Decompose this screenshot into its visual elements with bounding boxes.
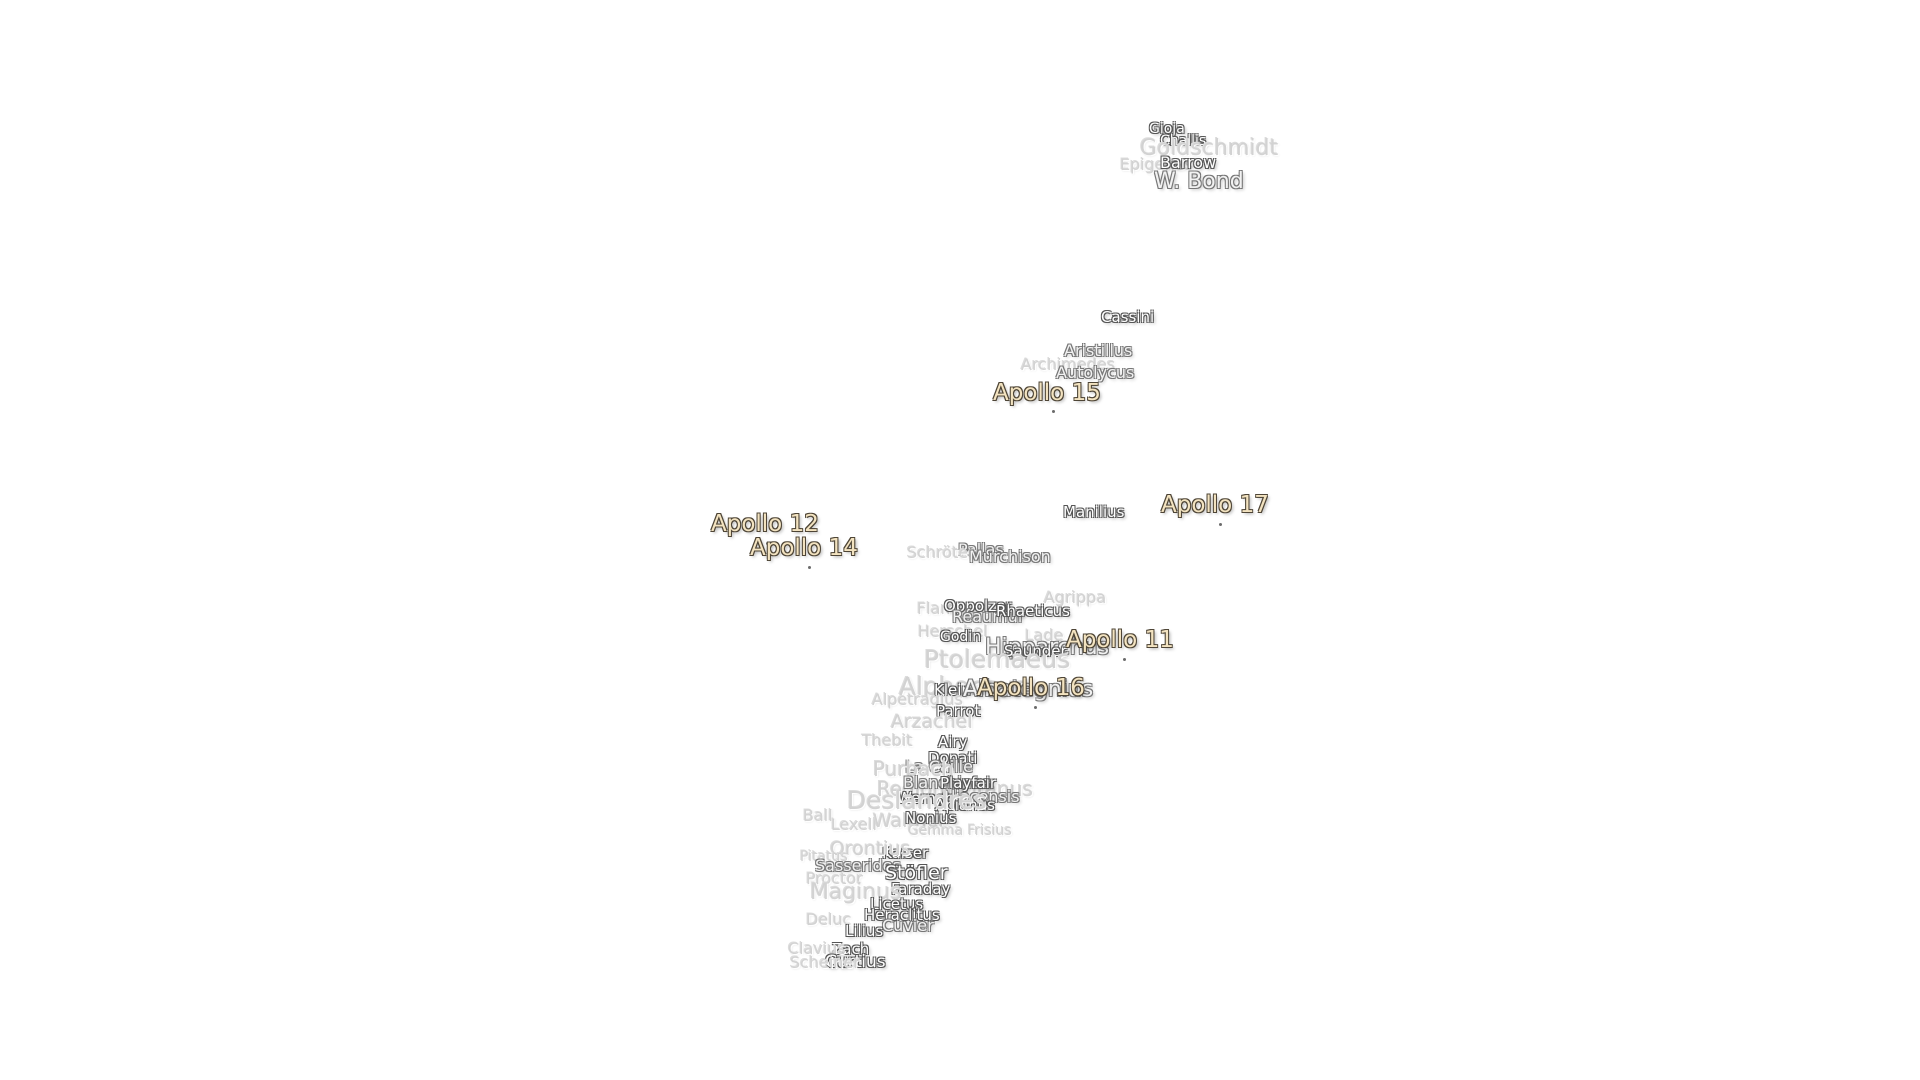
crater-label-scheiner: Scheiner <box>790 953 860 972</box>
crater-label-saunder: Saunder <box>1004 642 1067 660</box>
apollo-site-label-12: Apollo 12 <box>711 511 819 537</box>
crater-label-orontius: Orontius <box>830 838 911 860</box>
crater-label-maginus: Maginus <box>810 880 902 905</box>
crater-label-purbach: Purbach <box>873 757 955 781</box>
crater-label-archimedes: Archimedes <box>1021 355 1116 374</box>
crater-label-schroter: Schröter <box>907 543 975 562</box>
crater-label-reaumur: Réaumur <box>952 607 1025 626</box>
crater-label-alphonsus: Alphonsus <box>899 672 1028 701</box>
crater-label-gemma-frisius: Gemma Frisius <box>908 823 1012 839</box>
apollo-15-site-marker <box>1052 410 1055 413</box>
crater-label-aristillus: Aristillus <box>1064 341 1133 360</box>
apollo-site-label-11: Apollo 11 <box>1066 627 1174 653</box>
crater-label-ptolemaeus: Ptolemaeus <box>924 645 1071 674</box>
crater-label-clavius: Clavius <box>788 939 846 958</box>
crater-label-kaiser: Kaiser <box>882 844 929 862</box>
crater-label-cassini: Cassini <box>1101 308 1155 326</box>
crater-label-lade: Lade <box>1025 626 1064 645</box>
crater-label-lexell: Lexell <box>831 815 877 834</box>
crater-label-stofler: Stöfler <box>885 862 948 884</box>
apollo-site-label-16: Apollo 16 <box>977 675 1085 701</box>
crater-label-airy: Airy <box>938 733 968 751</box>
crater-label-barrow: Barrow <box>1160 153 1217 172</box>
crater-label-walther: Walther <box>873 810 947 832</box>
crater-label-deluc: Deluc <box>806 910 852 929</box>
crater-label-manilius: Manilius <box>1063 503 1125 521</box>
crater-label-klein: Klein <box>934 681 971 699</box>
apollo-site-label-14: Apollo 14 <box>750 535 858 561</box>
apollo-17-site-marker <box>1219 523 1222 526</box>
crater-label-gioja: Gioja <box>1149 121 1185 137</box>
crater-label-flamsteed: Flamsteed <box>917 599 1001 618</box>
crater-label-zach: Zach <box>832 940 870 958</box>
crater-label-goldschmidt: Goldschmidt <box>1140 136 1279 161</box>
crater-label-rhaeticus: Rhaeticus <box>996 602 1070 620</box>
crater-label-deslandres: Deslandres <box>847 786 987 815</box>
crater-label-herschel: Herschel <box>918 622 989 641</box>
crater-label-challis: Challis <box>1160 133 1207 149</box>
crater-label-aliacensis: Aliacensis <box>940 787 1020 806</box>
crater-label-cuvier: Cuvier <box>882 916 934 935</box>
crater-label-pitatus: Pitatus <box>800 849 848 865</box>
apollo-14-site-marker <box>808 566 811 569</box>
crater-label-murchison: Murchison <box>969 547 1051 566</box>
crater-label-playfair: Playfair <box>940 774 997 792</box>
crater-label-albategnius: Albategnius <box>963 677 1094 702</box>
crater-label-hipparchus: Hipparchus <box>985 635 1110 660</box>
crater-label-heraclitus: Heraclitus <box>864 906 940 924</box>
apollo-11-site-marker <box>1123 658 1126 661</box>
crater-label-apianus: Apianus <box>935 796 995 814</box>
crater-label-thebit: Thebit <box>862 731 913 750</box>
crater-label-blanchinus: Blanchinus <box>903 773 991 792</box>
crater-label-la-caille: La Caille <box>905 757 973 776</box>
crater-label-oppolzer: Oppolzer <box>944 597 1012 615</box>
crater-label-werner: Werner <box>897 789 951 807</box>
apollo-site-label-17: Apollo 17 <box>1161 492 1269 518</box>
crater-label-licetus: Licetus <box>870 895 924 913</box>
crater-label-regiomontanus: Regiomontanus <box>877 777 1034 801</box>
crater-label-sasserides: Sasserides <box>815 856 901 875</box>
crater-label-donati: Donati <box>928 749 978 767</box>
crater-label-w-bond: W. Bond <box>1154 169 1244 194</box>
crater-label-epigenes: Epigenes <box>1120 155 1194 174</box>
crater-label-agrippa: Agrippa <box>1044 588 1107 607</box>
crater-label-godin: Godin <box>940 629 982 645</box>
crater-label-ball: Ball <box>803 806 833 825</box>
apollo-site-label-15: Apollo 15 <box>993 380 1101 406</box>
crater-label-parrot: Parrot <box>936 702 981 720</box>
crater-label-nonius: Nonius <box>905 809 957 827</box>
crater-label-curtius: Curtius <box>825 952 886 972</box>
apollo-16-site-marker <box>1034 706 1037 709</box>
crater-label-lilius: Lilius <box>845 922 884 940</box>
crater-label-proctor: Proctor <box>806 869 863 888</box>
crater-label-pallas: Pallas <box>958 540 1004 559</box>
crater-label-arzachel: Arzachel <box>891 711 973 733</box>
crater-label-faraday: Faraday <box>891 880 951 898</box>
crater-label-autolycus: Autolycus <box>1056 363 1135 382</box>
apollo-12-site-marker <box>766 542 769 545</box>
crater-label-alpetragius: Alpetragius <box>872 690 964 709</box>
